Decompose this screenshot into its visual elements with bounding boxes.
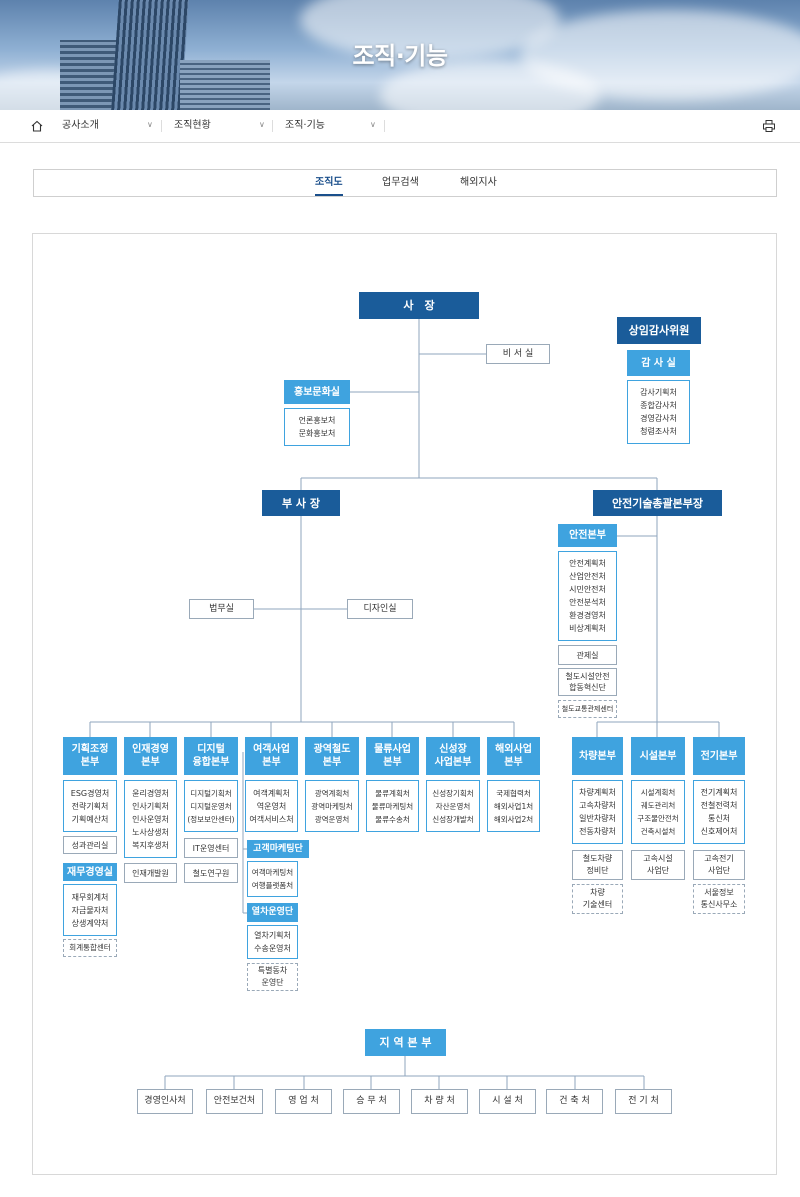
rail-research-box[interactable]: 철도연구원	[184, 863, 238, 883]
print-icon[interactable]	[762, 119, 776, 133]
president-box[interactable]: 사 장	[359, 292, 479, 319]
safety-hq-box[interactable]: 안전본부	[558, 524, 617, 547]
control-room-box[interactable]: 관제실	[558, 645, 617, 665]
regional-unit-construction[interactable]: 건 축 처	[546, 1089, 603, 1114]
safety-units-box[interactable]: 안전계획처 산업안전처 시민안전처 안전분석처 환경경영처 비상계획처	[558, 551, 617, 641]
regional-unit-sales[interactable]: 영 업 처	[275, 1089, 332, 1114]
tab-overseas-branch[interactable]: 해외지사	[460, 177, 497, 188]
home-icon[interactable]	[30, 119, 44, 133]
facility-division[interactable]: 시설본부	[631, 737, 685, 775]
secretary-box[interactable]: 비 서 실	[486, 344, 550, 364]
audit-units-box[interactable]: 감사기획처 종합감사처 경영감사처 청렴조사처	[627, 380, 690, 444]
chevron-down-icon[interactable]: ∨	[370, 120, 376, 129]
it-center-box[interactable]: IT운영센터	[184, 838, 238, 858]
customer-marketing-box[interactable]: 고객마케팅단	[247, 840, 309, 858]
vice-president-box[interactable]: 부 사 장	[262, 490, 340, 516]
legal-office-box[interactable]: 법무실	[189, 599, 254, 619]
regional-unit-management[interactable]: 경영인사처	[137, 1089, 193, 1114]
regional-unit-electric[interactable]: 전 기 처	[615, 1089, 672, 1114]
hero-banner: 조직·기능	[0, 0, 800, 110]
regional-unit-safety[interactable]: 안전보건처	[206, 1089, 263, 1114]
safety-tech-head-box[interactable]: 안전기술총괄본부장	[593, 490, 722, 516]
chevron-down-icon[interactable]: ∨	[259, 120, 265, 129]
hr-academy-box[interactable]: 인재개발원	[124, 863, 177, 883]
tab-task-search[interactable]: 업무검색	[382, 177, 419, 188]
audit-committee-box[interactable]: 상임감사위원	[617, 317, 701, 344]
accounting-center-box[interactable]: 회계통합센터	[63, 939, 117, 957]
regional-unit-rolling-stock[interactable]: 차 량 처	[411, 1089, 468, 1114]
audit-office-box[interactable]: 감 사 실	[627, 350, 690, 376]
tab-org-chart[interactable]: 조직도	[315, 170, 343, 196]
org-chart-panel	[32, 233, 777, 1175]
breadcrumb: 공사소개 ∨ 조직현황 ∨ 조직·기능 ∨	[0, 110, 800, 143]
regional-unit-facility[interactable]: 시 설 처	[479, 1089, 536, 1114]
performance-office-box[interactable]: 성과관리실	[63, 836, 117, 854]
train-operation-box[interactable]: 열차운영단	[247, 903, 298, 922]
rolling-stock-division[interactable]: 차량본부	[572, 737, 623, 775]
design-office-box[interactable]: 디자인실	[347, 599, 413, 619]
pr-office-box[interactable]: 홍보문화실	[284, 380, 350, 404]
electric-division[interactable]: 전기본부	[693, 737, 745, 775]
page-title: 조직·기능	[352, 42, 448, 70]
building-image	[60, 40, 120, 110]
tab-bar: 조직도 업무검색 해외지사	[33, 169, 777, 197]
breadcrumb-item-function[interactable]: 조직·기능	[285, 120, 325, 131]
pr-units-box[interactable]: 언론홍보처 문화홍보처	[284, 408, 350, 446]
chevron-down-icon[interactable]: ∨	[147, 120, 153, 129]
traffic-control-center-box[interactable]: 철도교통관제센터	[558, 700, 617, 718]
facility-innovation-box[interactable]: 철도시설안전 합동혁신단	[558, 668, 617, 696]
finance-office-box[interactable]: 재무경영실	[63, 863, 117, 881]
breadcrumb-item-company[interactable]: 공사소개	[62, 120, 99, 131]
regional-unit-crew[interactable]: 승 무 처	[343, 1089, 400, 1114]
breadcrumb-item-organization[interactable]: 조직현황	[174, 120, 211, 131]
regional-hq-box[interactable]: 지 역 본 부	[365, 1029, 446, 1056]
